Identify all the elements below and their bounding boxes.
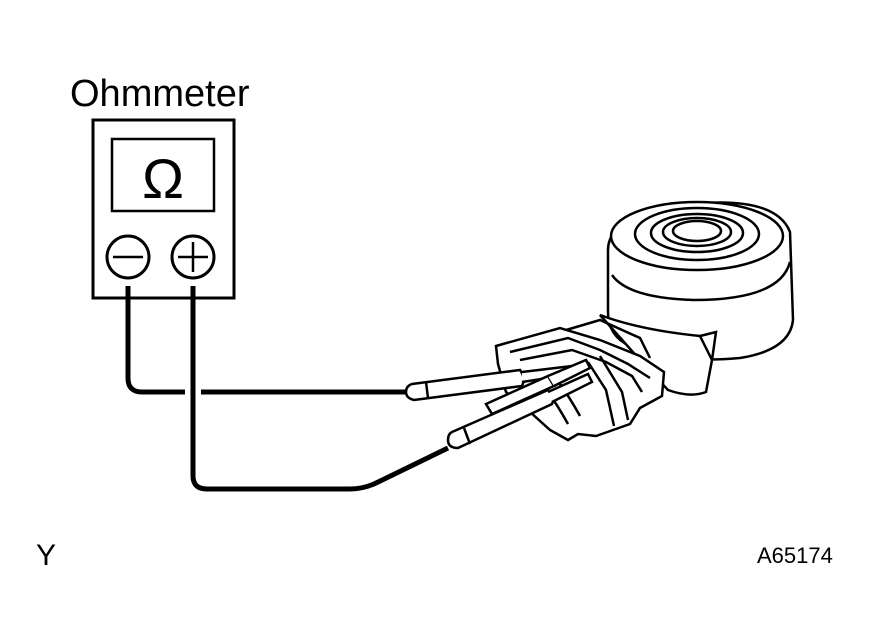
ohmmeter-display [110,137,216,213]
ohmmeter-label: Ohmmeter [70,73,250,115]
positive-terminal [170,234,216,280]
positive-lead-wire [190,286,450,492]
negative-terminal [105,234,151,280]
positive-test-probe [446,372,594,450]
ohmmeter: Ω [91,118,236,300]
middle-test-probe [484,358,592,416]
ohm-symbol: Ω [142,147,184,210]
figure-code: A65174 [757,543,833,568]
knock-sensor-icon [599,200,795,396]
corner-mark: Y [36,539,56,572]
negative-lead-wire [125,286,412,395]
